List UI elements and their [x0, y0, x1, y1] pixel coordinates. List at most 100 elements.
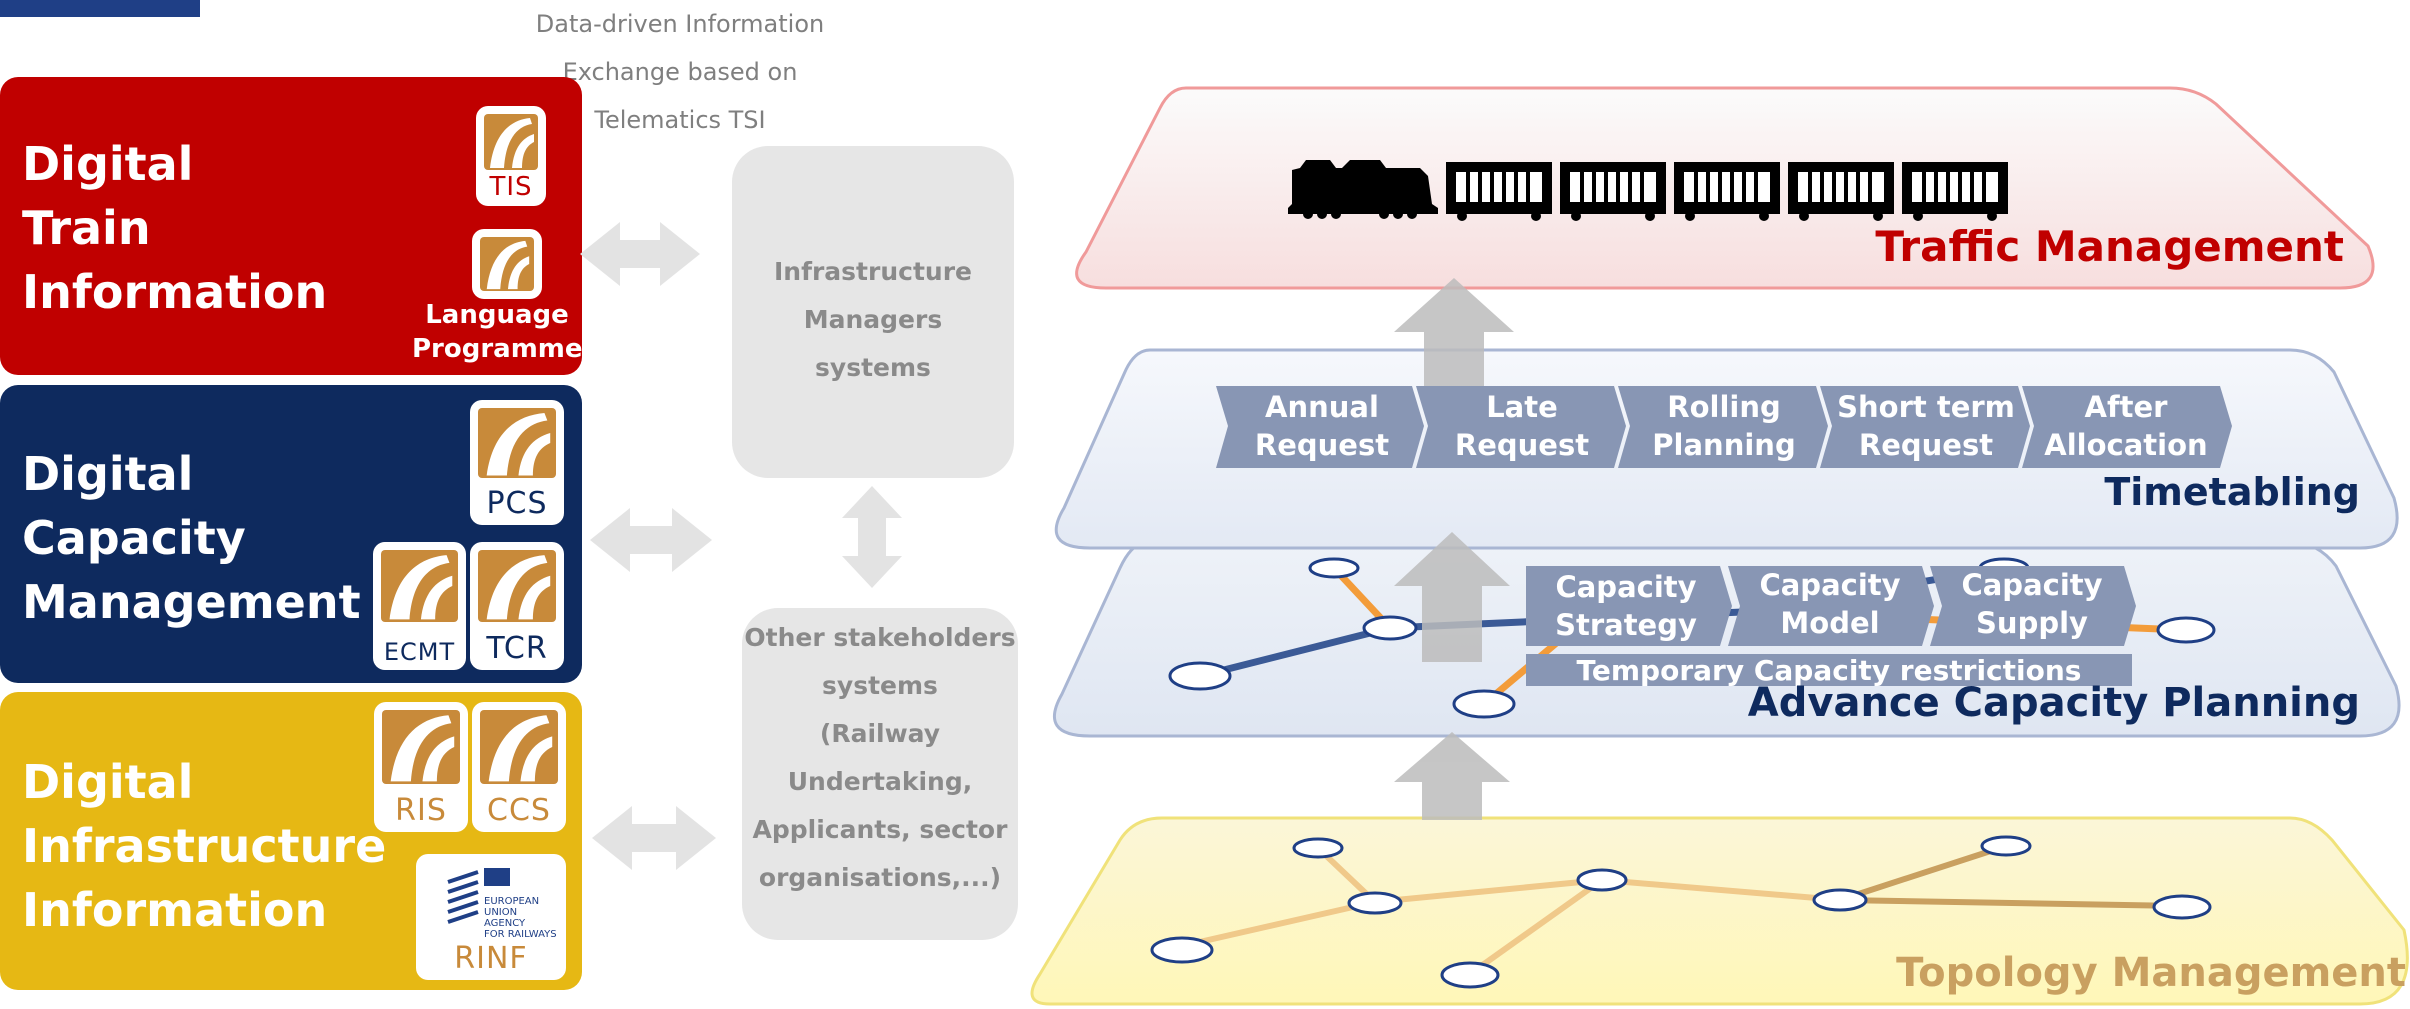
logo-code: PCS: [486, 486, 548, 521]
double-arrow-icon: [592, 806, 716, 870]
data-exchange-caption: Data-driven Information Exchange based o…: [500, 0, 860, 144]
label-line: Short term: [1837, 390, 2015, 424]
chevron-late-request: [1416, 386, 1626, 468]
rinf-logo: RINF: [416, 854, 566, 980]
up-arrow-icon: [1394, 278, 1514, 388]
panel-title: Digital Infrastructure Information: [22, 750, 386, 942]
up-arrow-icon: [1394, 532, 1510, 662]
train-icon: [1288, 160, 2008, 221]
box-line: systems: [822, 671, 938, 700]
annual-request-label: Annual Request: [1226, 388, 1418, 464]
label-line: Allocation: [2044, 428, 2208, 462]
temporary-restrictions-bar: [1526, 654, 2132, 686]
label-line: Request: [1254, 428, 1390, 462]
title-line: Infrastructure: [22, 819, 387, 873]
label-line: Model: [1780, 606, 1880, 640]
chevron-capacity-strategy: [1526, 566, 1732, 646]
logo-mark-icon: [480, 710, 558, 784]
agency-line: FOR RAILWAYS: [484, 929, 557, 940]
label-line: Programme: [412, 334, 583, 364]
caption-line-1: Data-driven Information: [535, 10, 825, 38]
title-line: Information: [22, 883, 328, 937]
timetabling-label: Timetabling: [2104, 470, 2360, 514]
title-line: Digital: [22, 755, 194, 809]
topology-plane: [1030, 816, 2409, 1006]
box-line: (Railway: [819, 719, 941, 748]
chevron-capacity-model: [1728, 566, 1934, 646]
infrastructure-managers-systems-box: Infrastructure Managers systems: [732, 146, 1014, 478]
digital-train-information-panel: Digital Train Information TIS Language P…: [0, 77, 583, 375]
logo-mark-icon: [381, 550, 458, 622]
box-line: Applicants, sector: [752, 815, 1008, 844]
late-request-label: Late Request: [1426, 388, 1618, 464]
chevron-after-allocation: [2022, 386, 2232, 468]
agency-line: EUROPEAN: [484, 896, 540, 907]
traffic-management-label: Traffic Management: [1875, 222, 2344, 271]
panel-title: Digital Capacity Management: [22, 442, 361, 634]
ris-logo: RIS: [374, 702, 468, 832]
capacity-model-label: Capacity Model: [1732, 566, 1928, 642]
logo-code: ECMT: [383, 638, 456, 666]
digital-infrastructure-information-panel: Digital Infrastructure Information RIS C…: [0, 692, 582, 990]
box-line: Managers: [803, 305, 943, 334]
title-line: Digital: [22, 447, 194, 501]
label-line: Request: [1454, 428, 1590, 462]
topology-management-label: Topology Management: [1896, 950, 2406, 996]
label-line: Language: [425, 300, 569, 330]
title-line: Capacity: [22, 511, 246, 565]
short-term-request-label: Short term Request: [1830, 388, 2022, 464]
box-line: Infrastructure: [774, 257, 972, 286]
acp-nodes: [1168, 557, 2216, 719]
double-arrow-icon: [580, 222, 700, 286]
box-line: systems: [815, 353, 931, 382]
label-line: Request: [1858, 428, 1994, 462]
label-line: Supply: [1976, 606, 2088, 640]
agency-line: UNION: [484, 907, 518, 918]
agency-line: AGENCY: [484, 918, 526, 929]
language-programme-logo: [472, 229, 542, 299]
double-arrow-icon: [590, 508, 712, 572]
capacity-strategy-label: Capacity Strategy: [1528, 568, 1724, 644]
ecmt-logo: ECMT: [373, 542, 466, 670]
box-line: organisations,...): [758, 863, 1002, 892]
chevron-annual-request: [1216, 386, 1424, 468]
title-line: Management: [22, 575, 361, 629]
box-line: Undertaking,: [787, 767, 973, 796]
label-line: Capacity: [1759, 568, 1901, 602]
logo-code: TCR: [486, 631, 548, 666]
logo-mark-icon: [484, 114, 538, 170]
label-line: Strategy: [1555, 608, 1697, 642]
rolling-planning-label: Rolling Planning: [1628, 388, 1820, 464]
vertical-double-arrow-icon: [842, 486, 902, 588]
up-arrow-icon: [1394, 732, 1510, 820]
topology-nodes: [1150, 835, 2212, 989]
era-stripes-icon: [446, 868, 480, 924]
logo-mark-icon: [478, 408, 556, 478]
eu-flag-icon: [484, 868, 510, 886]
title-line: Digital: [22, 137, 194, 191]
temporary-capacity-restrictions-label: Temporary Capacity restrictions: [1576, 654, 2082, 687]
other-stakeholders-systems-box: Other stakeholders systems (Railway Unde…: [742, 608, 1018, 940]
tcr-logo: TCR: [470, 542, 564, 670]
label-line: Capacity: [1961, 568, 2103, 602]
label-line: Late: [1486, 390, 1558, 424]
after-allocation-label: After Allocation: [2030, 388, 2222, 464]
label-line: Capacity: [1555, 570, 1697, 604]
logo-mark-icon: [382, 710, 460, 784]
label-line: Rolling: [1667, 390, 1781, 424]
panel-title: Digital Train Information: [22, 132, 327, 324]
language-programme-label: Language Programme: [412, 298, 583, 366]
chevron-short-term-request: [1820, 386, 2030, 468]
advance-capacity-planning-label: Advance Capacity Planning: [1747, 680, 2360, 726]
logo-mark-icon: [478, 550, 556, 622]
label-line: Planning: [1652, 428, 1796, 462]
pcs-logo: PCS: [470, 400, 564, 525]
title-line: Train: [22, 201, 151, 255]
chevron-rolling-planning: [1618, 386, 1828, 468]
capacity-supply-label: Capacity Supply: [1934, 566, 2130, 642]
caption-line-2: Exchange based on: [562, 58, 798, 86]
label-line: After: [2084, 390, 2168, 424]
chevron-capacity-supply: [1930, 566, 2136, 646]
